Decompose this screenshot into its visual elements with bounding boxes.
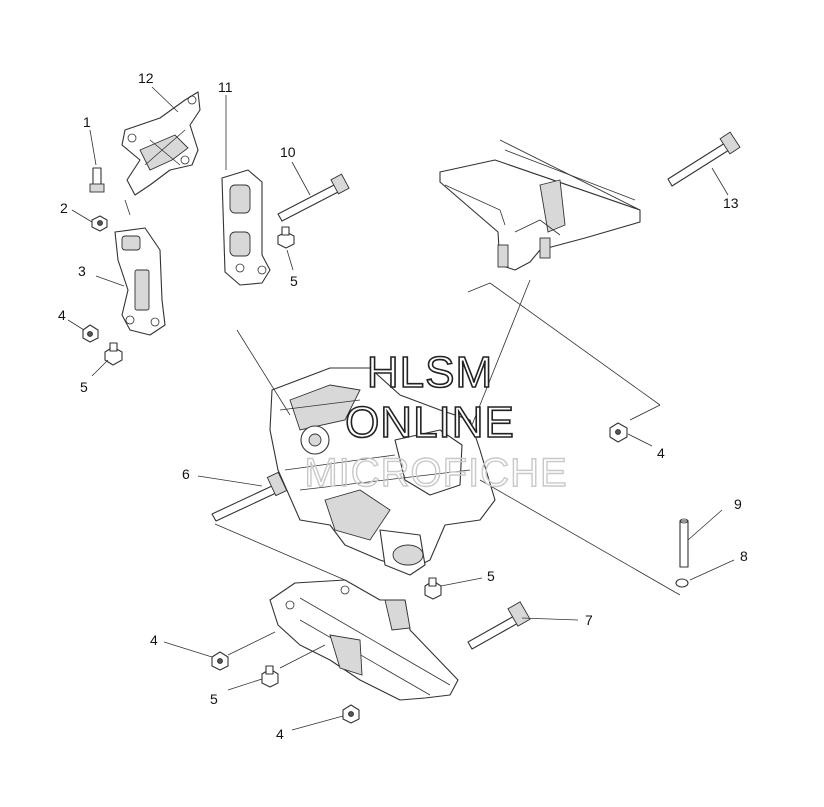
callout-1: 1: [83, 114, 91, 130]
callout-2: 2: [60, 200, 68, 216]
callout-leaders: [67, 86, 735, 731]
bolt-5d: [261, 665, 279, 688]
nut-4a: [82, 324, 99, 343]
pin-9: [679, 518, 689, 568]
callout-4d: 4: [276, 726, 284, 742]
callout-4a: 4: [58, 307, 66, 323]
callout-9: 9: [734, 496, 742, 512]
callout-10: 10: [280, 144, 296, 160]
nut-2: [91, 215, 108, 232]
callout-6: 6: [182, 466, 190, 482]
frame-assembly: [439, 139, 641, 271]
bolt-5a: [104, 342, 123, 366]
callout-5c: 5: [487, 568, 495, 584]
cap-8: [675, 578, 689, 588]
callout-5d: 5: [210, 691, 218, 707]
assembly-guide-lines: [124, 199, 681, 596]
bracket-3: [114, 227, 166, 336]
bolt-7: [467, 601, 531, 650]
mounting-plate-12: [121, 91, 201, 196]
callout-12: 12: [138, 70, 154, 86]
watermark-line3: MICROFICHE: [304, 451, 567, 495]
bolt-5b: [277, 226, 295, 249]
callout-labels: 1 2 3 4 5 12 11 10 5 13 4 6 9 8 5 7 4 5 …: [58, 70, 748, 742]
bolt-5c: [424, 577, 442, 600]
callout-13: 13: [723, 195, 739, 211]
bolt-13: [667, 131, 741, 187]
callout-5b: 5: [290, 273, 298, 289]
watermark-line2: ONLINE: [345, 398, 515, 447]
nut-4d: [342, 704, 360, 724]
bolt-10: [277, 173, 350, 222]
nut-4b: [609, 422, 628, 443]
engine-assembly: [269, 367, 496, 576]
watermark: MICROFICHE HLSM ONLINE: [304, 347, 568, 496]
callout-4c: 4: [150, 632, 158, 648]
bracket-11: [221, 169, 271, 286]
bolt-6: [211, 471, 288, 522]
callout-4b: 4: [657, 445, 665, 461]
callout-3: 3: [78, 263, 86, 279]
watermark-line1: HLSM: [367, 348, 493, 397]
subframe-rail: [269, 579, 459, 701]
callout-8: 8: [740, 548, 748, 564]
callout-5a: 5: [80, 379, 88, 395]
nut-4c: [211, 651, 229, 671]
bolt-1: [89, 167, 105, 193]
callout-7: 7: [585, 612, 593, 628]
callout-11: 11: [218, 79, 233, 95]
